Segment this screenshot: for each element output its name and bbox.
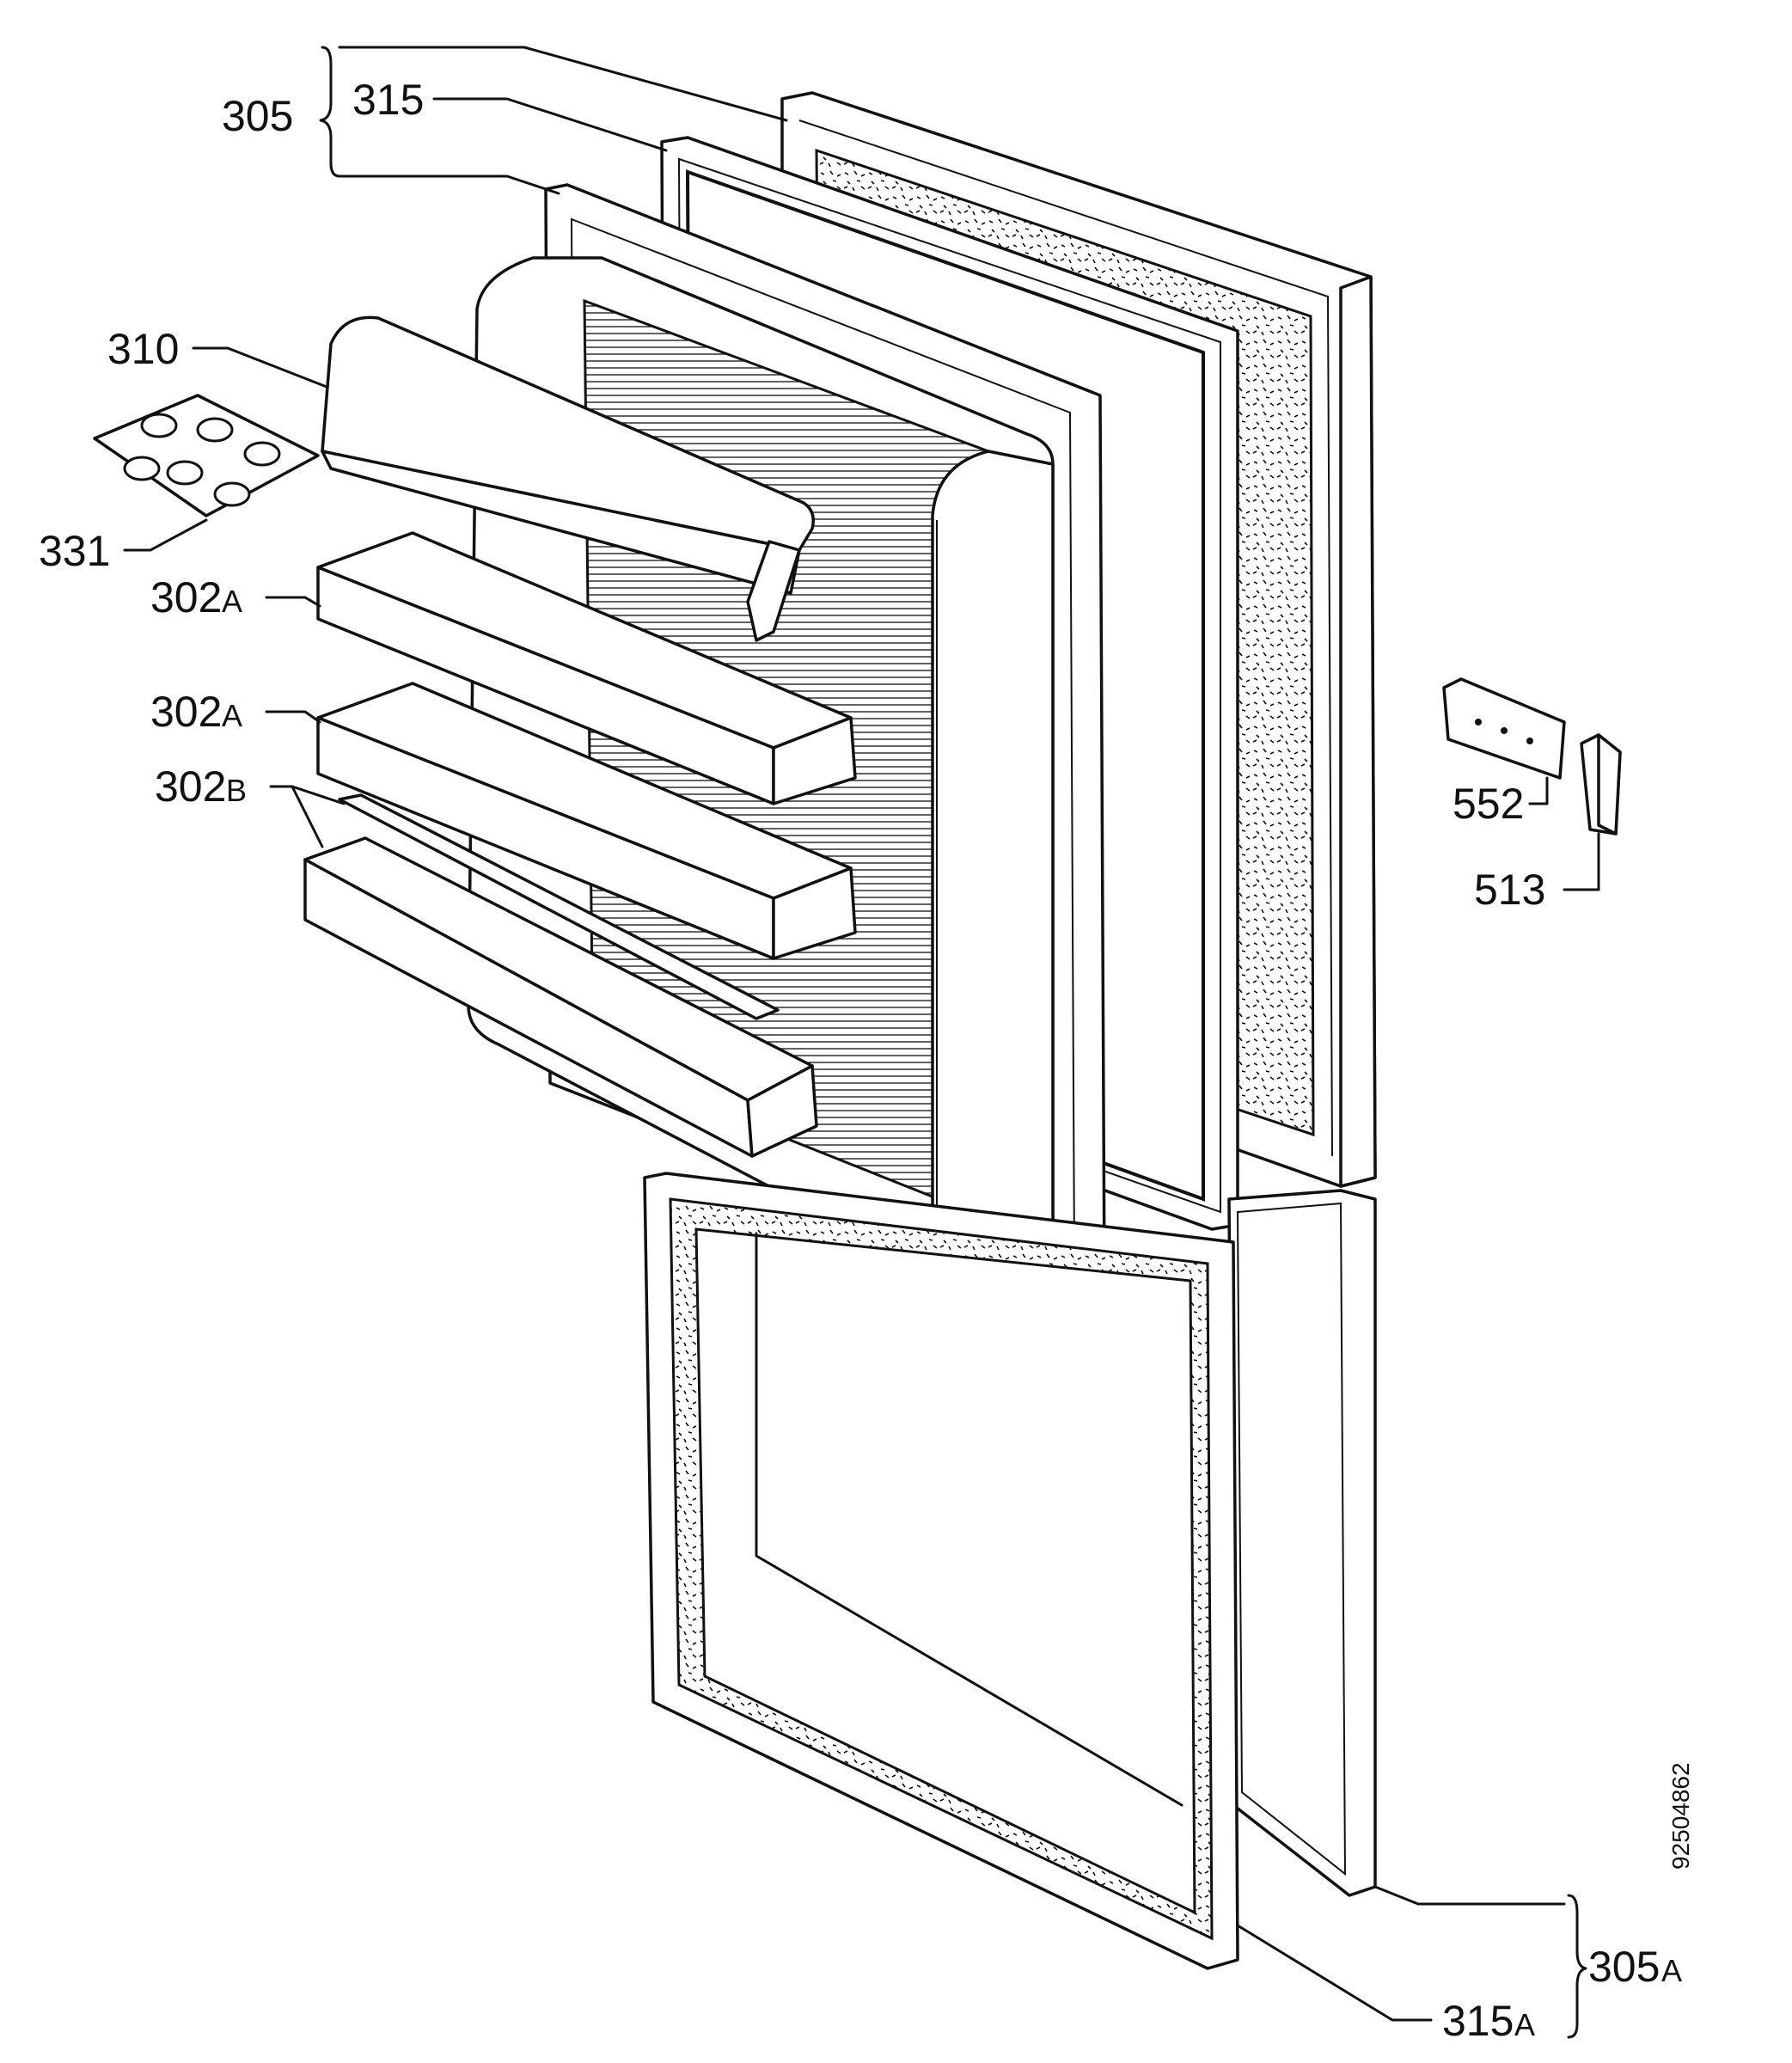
door-shelf-a-top [316,531,857,805]
label-302a-top-suffix: A [222,584,242,619]
hinge-plate [1442,677,1566,780]
label-302a-bottom-suffix: A [222,698,242,733]
label-302b-suffix: B [226,773,247,808]
label-302a-bottom: 302 [150,688,222,736]
door-shelf-a-bottom [316,682,857,960]
label-305: 305 [222,92,293,140]
label-302b: 302 [155,762,226,811]
label-513: 513 [1474,866,1545,914]
document-number: 92504862 [1667,1762,1694,1870]
label-315a-suffix: A [1514,2007,1535,2042]
bottle-shelf-b [303,793,818,1158]
label-302a-top: 302 [150,573,222,621]
hinge-bracket [1580,733,1622,836]
label-315: 315 [352,76,424,124]
label-315a: 315 [1442,1997,1514,2045]
label-305a-suffix: A [1661,1953,1682,1988]
label-331: 331 [39,527,110,575]
leader-lines [123,46,1600,2039]
lower-outer-door-panel [1227,1189,1377,1897]
label-552: 552 [1453,780,1524,828]
egg-tray [93,394,320,517]
callout-labels: 305 315 310 331 302 A 302 A 302 B 552 51… [39,76,1682,2045]
label-305a: 305 [1588,1943,1660,1991]
upper-shelf-lid [321,315,815,642]
lower-door-gasket [643,1172,1239,1970]
label-310: 310 [107,325,179,373]
